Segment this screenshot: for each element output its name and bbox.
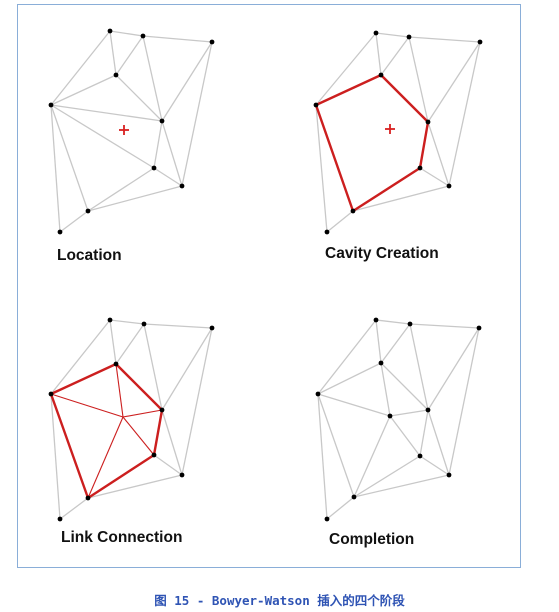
- mesh-point: [417, 453, 423, 459]
- panel-link-mesh: [50, 319, 213, 520]
- mesh-point: [141, 321, 147, 327]
- mesh-point: [85, 495, 91, 501]
- mesh-point: [209, 39, 215, 45]
- panel-label-location: Location: [57, 247, 122, 264]
- mesh-point: [107, 317, 113, 323]
- mesh-point: [48, 102, 54, 108]
- mesh-point: [425, 119, 431, 125]
- plus-marker-icon: [119, 125, 129, 135]
- new-mesh-point: [387, 413, 393, 419]
- mesh-point: [315, 391, 321, 397]
- mesh-point: [179, 472, 185, 478]
- mesh-point: [477, 39, 483, 45]
- mesh-point: [324, 516, 330, 522]
- plus-marker-icon: [385, 124, 395, 134]
- mesh-point: [179, 183, 185, 189]
- mesh-point: [140, 33, 146, 39]
- mesh-point: [209, 325, 215, 331]
- panel-cavity-mesh: [315, 32, 481, 233]
- mesh-point: [113, 361, 119, 367]
- mesh-point: [417, 165, 423, 171]
- mesh-point: [378, 360, 384, 366]
- mesh-point: [378, 72, 384, 78]
- mesh-point: [406, 34, 412, 40]
- panel-completion-points: [315, 317, 482, 522]
- panel-label-cavity-creation: Cavity Creation: [325, 245, 439, 262]
- mesh-point: [313, 102, 319, 108]
- panel-completion-mesh: [317, 319, 480, 520]
- mesh-point: [407, 321, 413, 327]
- panel-cavity-points: [313, 30, 483, 235]
- link-edges: [50, 363, 163, 499]
- mesh-point: [159, 118, 165, 124]
- mesh-point: [107, 28, 113, 34]
- mesh-point: [446, 183, 452, 189]
- mesh-point: [351, 494, 357, 500]
- mesh-point: [113, 72, 119, 78]
- panel-label-link-connection: Link Connection: [61, 529, 183, 546]
- cavity-boundary: [49, 362, 164, 500]
- mesh-point: [159, 407, 165, 413]
- figure-frame: [17, 4, 521, 568]
- mesh-point: [476, 325, 482, 331]
- mesh-point: [373, 30, 379, 36]
- mesh-point: [324, 229, 330, 235]
- mesh-point: [85, 208, 91, 214]
- figure-caption: 图 15 - Bowyer-Watson 插入的四个阶段: [154, 593, 405, 608]
- mesh-point: [57, 516, 63, 522]
- mesh-point: [57, 229, 63, 235]
- cavity-boundary: [314, 73, 430, 213]
- panel-label-completion: Completion: [329, 531, 415, 548]
- panel-location-mesh: [50, 30, 213, 233]
- mesh-point: [151, 452, 157, 458]
- mesh-point: [151, 165, 157, 171]
- mesh-point: [350, 208, 356, 214]
- mesh-point: [425, 407, 431, 413]
- mesh-point: [48, 391, 54, 397]
- panel-location-points: [48, 28, 215, 235]
- panel-link-points: [48, 317, 215, 522]
- mesh-point: [373, 317, 379, 323]
- mesh-point: [446, 472, 452, 478]
